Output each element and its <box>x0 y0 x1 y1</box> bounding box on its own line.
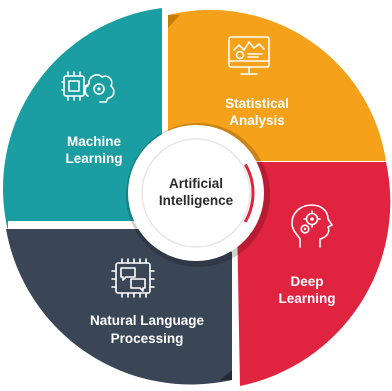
center-hub-inner-ring <box>141 138 251 248</box>
segment-deep-learning-shape <box>236 162 391 386</box>
segment-natural-language-processing-label-line1: Natural Language <box>90 313 205 328</box>
center-hub-accent-ring <box>137 134 255 252</box>
segment-natural-language-processing-shape <box>6 229 232 385</box>
segment-deep-learning-label-line1: Deep <box>290 274 323 289</box>
center-hub: Artificial Intelligence <box>126 123 270 267</box>
segment-statistical-analysis-label-line2: Analysis <box>229 113 285 128</box>
head-gears-icon <box>291 204 333 248</box>
segment-statistical-analysis-fold <box>168 15 180 28</box>
center-title-line1: Artificial <box>169 176 223 191</box>
center-title-line2: Intelligence <box>159 193 234 208</box>
center-hub-outer-ring <box>128 125 264 261</box>
segment-machine-learning-label-line1: Machine <box>67 134 122 149</box>
chip-chat-icon <box>111 258 155 298</box>
segment-natural-language-processing-fold <box>220 370 232 380</box>
segment-statistical-analysis-label-line1: Statistical <box>225 96 289 111</box>
circuit-brain-icon <box>61 71 115 103</box>
monitor-chart-icon <box>228 36 270 75</box>
segment-machine-learning-shape <box>2 8 162 231</box>
segment-natural-language-processing-label-line2: Processing <box>111 331 184 346</box>
segment-deep-learning-label-line2: Learning <box>278 291 335 306</box>
segment-natural-language-processing <box>6 229 232 385</box>
segment-machine-learning-label-line2: Learning <box>65 151 122 166</box>
